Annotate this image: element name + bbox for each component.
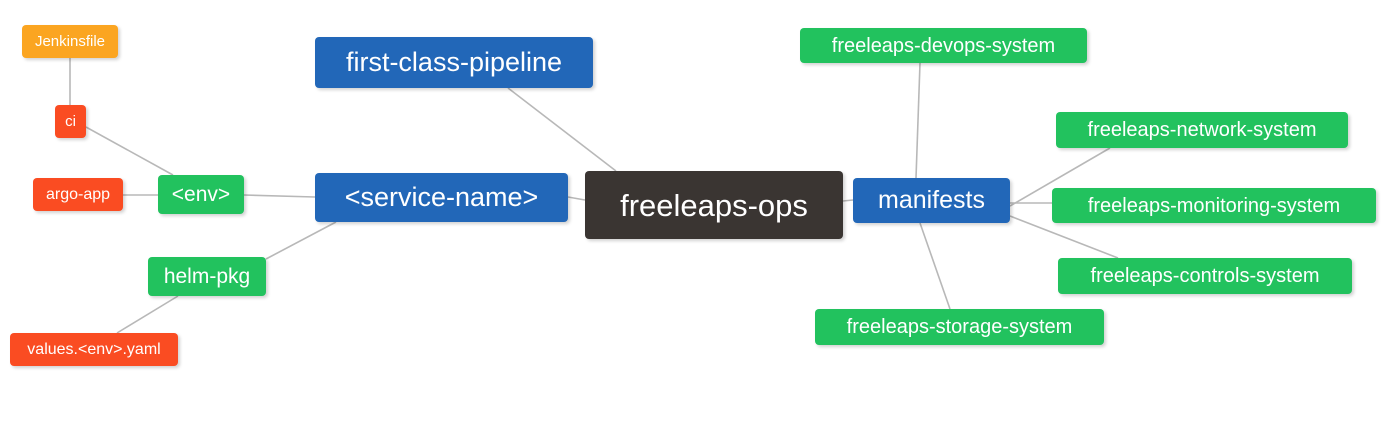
node-jenkinsfile[interactable]: Jenkinsfile bbox=[22, 25, 118, 58]
node-label-freeleaps-monitoring-system: freeleaps-monitoring-system bbox=[1087, 194, 1341, 217]
node-label-freeleaps-controls-system: freeleaps-controls-system bbox=[1090, 265, 1320, 287]
node-label-values-env-yaml: values.<env>.yaml bbox=[27, 340, 161, 358]
node-label-freeleaps-network-system: freeleaps-network-system bbox=[1087, 119, 1317, 141]
node-label-helm-pkg: helm-pkg bbox=[163, 265, 251, 288]
node-env[interactable]: <env> bbox=[158, 175, 244, 214]
node-label-argo-app: argo-app bbox=[45, 185, 111, 203]
node-label-manifests: manifests bbox=[878, 186, 985, 214]
node-freeleaps-devops-system[interactable]: freeleaps-devops-system bbox=[800, 28, 1087, 63]
node-label-freeleaps-ops: freeleaps-ops bbox=[620, 187, 808, 223]
node-service-name[interactable]: <service-name> bbox=[315, 173, 568, 222]
node-argo-app[interactable]: argo-app bbox=[33, 178, 123, 211]
edge-manifests-to-freeleaps-devops-system bbox=[915, 62, 921, 179]
node-freeleaps-monitoring-system[interactable]: freeleaps-monitoring-system bbox=[1052, 188, 1376, 223]
edge-manifests-to-freeleaps-storage-system bbox=[919, 222, 951, 310]
edge-values-env-yaml-to-helm-pkg bbox=[116, 295, 179, 334]
node-label-jenkinsfile: Jenkinsfile bbox=[34, 33, 106, 50]
node-freeleaps-ops[interactable]: freeleaps-ops bbox=[585, 171, 843, 239]
node-label-freeleaps-storage-system: freeleaps-storage-system bbox=[846, 316, 1073, 338]
node-label-freeleaps-devops-system: freeleaps-devops-system bbox=[831, 34, 1056, 57]
node-label-env: <env> bbox=[171, 183, 231, 206]
node-helm-pkg[interactable]: helm-pkg bbox=[148, 257, 266, 296]
node-label-first-class-pipeline: first-class-pipeline bbox=[345, 47, 563, 77]
edge-ci-to-env bbox=[85, 126, 174, 176]
edge-first-class-pipeline-to-freeleaps-ops bbox=[507, 87, 617, 172]
node-freeleaps-controls-system[interactable]: freeleaps-controls-system bbox=[1058, 258, 1352, 294]
node-manifests[interactable]: manifests bbox=[853, 178, 1010, 223]
edge-service-name-to-freeleaps-ops bbox=[567, 196, 586, 201]
node-values-env-yaml[interactable]: values.<env>.yaml bbox=[10, 333, 178, 366]
edge-env-to-service-name bbox=[243, 194, 316, 198]
edge-freeleaps-ops-to-manifests bbox=[842, 199, 854, 202]
node-ci[interactable]: ci bbox=[55, 105, 86, 138]
node-first-class-pipeline[interactable]: first-class-pipeline bbox=[315, 37, 593, 88]
node-freeleaps-storage-system[interactable]: freeleaps-storage-system bbox=[815, 309, 1104, 345]
node-label-service-name: <service-name> bbox=[344, 182, 539, 212]
node-freeleaps-network-system[interactable]: freeleaps-network-system bbox=[1056, 112, 1348, 148]
node-label-ci: ci bbox=[65, 113, 76, 130]
edge-helm-pkg-to-service-name bbox=[265, 221, 337, 260]
